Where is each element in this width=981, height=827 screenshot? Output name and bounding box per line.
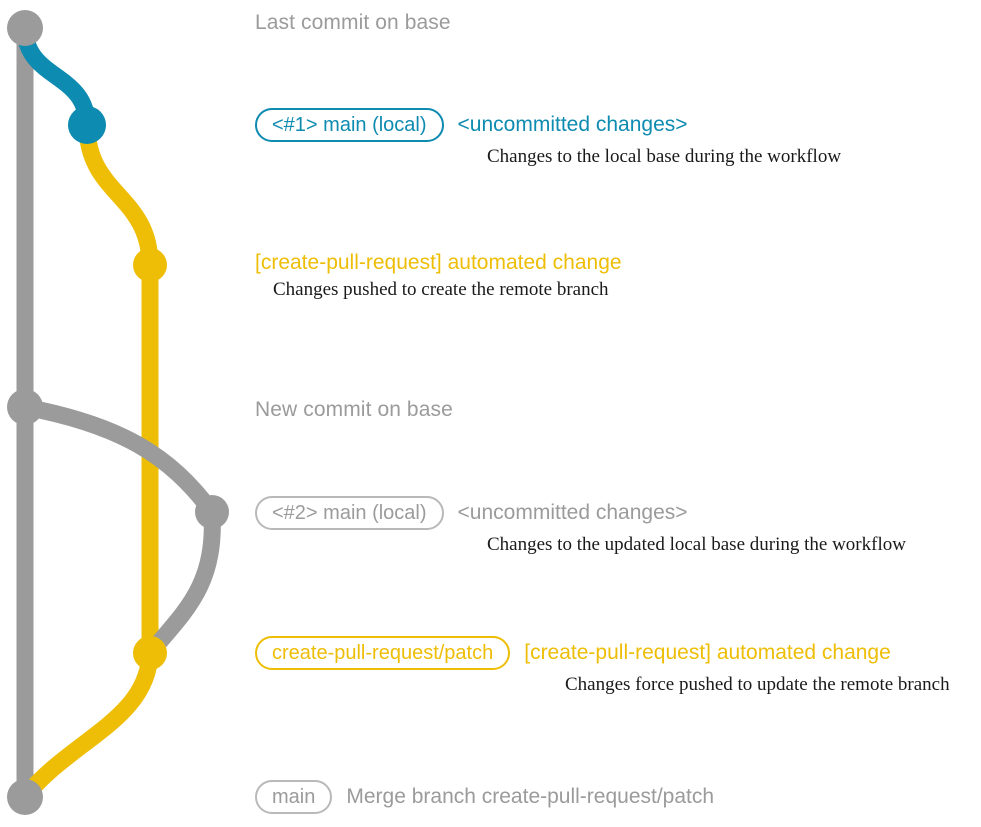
commit-node-automated-change-create[interactable] (133, 248, 167, 282)
commit-description: Changes to the local base during the wor… (487, 146, 842, 167)
commit-description: Changes pushed to create the remote bran… (273, 279, 609, 300)
row-merge-commit: main Merge branch create-pull-request/pa… (255, 780, 981, 814)
branch-pill-patch[interactable]: create-pull-request/patch (255, 636, 511, 670)
row-last-commit-on-base: Last commit on base (255, 11, 981, 35)
branch-pill-local-1[interactable]: <#1> main (local) (255, 108, 444, 142)
commit-node-new-commit-on-base[interactable] (7, 389, 43, 425)
commit-title: <uncommitted changes> (457, 113, 688, 136)
row-automated-change-create: [create-pull-request] automated change C… (255, 251, 981, 301)
commit-node-local-uncommitted-1[interactable] (68, 106, 106, 144)
branch-pill-main[interactable]: main (255, 780, 333, 814)
row-local-uncommitted-2: <#2> main (local) <uncommitted changes> … (255, 496, 981, 556)
edge-local-to-patch (78, 116, 159, 274)
edge-newbase-to-updated-local (16, 398, 221, 521)
row-new-commit-on-base: New commit on base (255, 398, 981, 422)
commit-title: <uncommitted changes> (457, 501, 688, 524)
edge-patch-to-merge (16, 644, 159, 806)
commit-node-automated-change-update[interactable] (133, 636, 167, 670)
edge-updated-local-to-patch (141, 503, 221, 662)
row-heading-text: New commit on base (255, 398, 453, 421)
commit-title: [create-pull-request] automated change (255, 251, 622, 274)
row-automated-change-update: create-pull-request/patch [create-pull-r… (255, 636, 981, 696)
row-line: [create-pull-request] automated change (255, 251, 981, 275)
row-line: main Merge branch create-pull-request/pa… (255, 780, 981, 814)
row-local-uncommitted-1: <#1> main (local) <uncommitted changes> … (255, 108, 981, 168)
commit-description: Changes force pushed to update the remot… (565, 674, 950, 695)
row-line: <#1> main (local) <uncommitted changes> (255, 108, 981, 142)
commit-node-merge-commit[interactable] (7, 779, 43, 815)
row-line: create-pull-request/patch [create-pull-r… (255, 636, 981, 670)
row-line: <#2> main (local) <uncommitted changes> (255, 496, 981, 530)
commit-title: [create-pull-request] automated change (524, 641, 891, 664)
branch-pill-local-2[interactable]: <#2> main (local) (255, 496, 444, 530)
commit-node-local-uncommitted-2[interactable] (195, 495, 229, 529)
commit-title: Merge branch create-pull-request/patch (346, 785, 715, 808)
commit-node-last-commit-on-base[interactable] (7, 10, 43, 46)
commit-description: Changes to the updated local base during… (487, 534, 906, 555)
row-heading-text: Last commit on base (255, 11, 451, 34)
